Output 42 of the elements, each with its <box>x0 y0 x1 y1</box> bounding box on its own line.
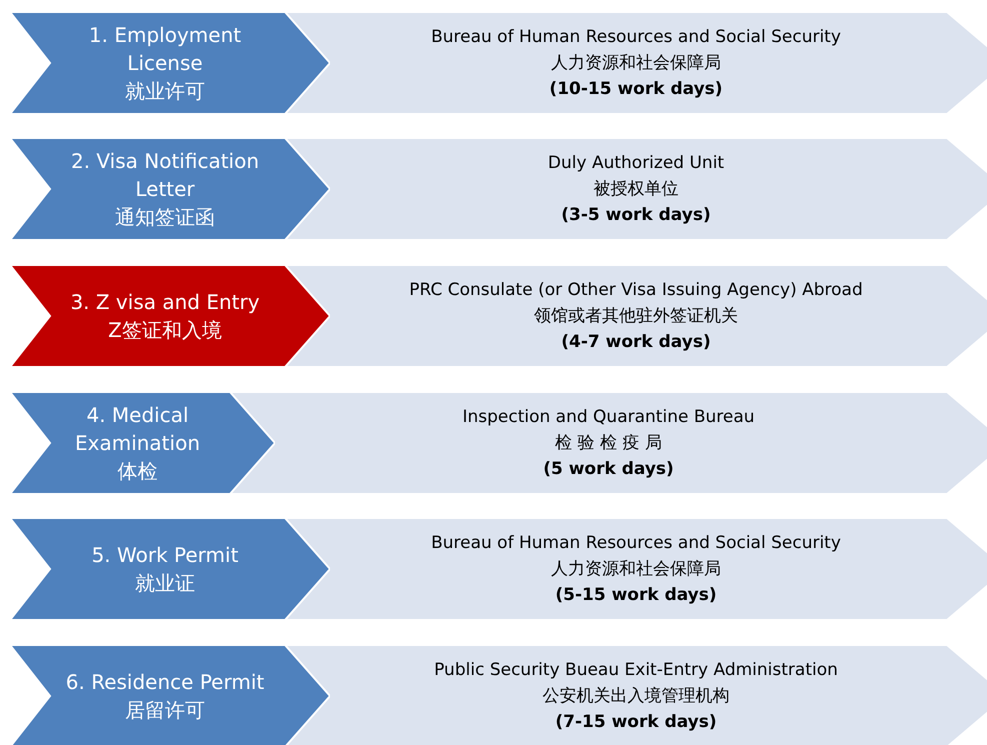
agency-name-chinese: 公安机关出入境管理机构 <box>542 685 730 708</box>
agency-name: Bureau of Human Resources and Social Security <box>431 532 841 555</box>
agency-name: Duly Authorized Unit <box>548 152 724 175</box>
step-title-chinese: 通知签证函 <box>115 204 215 231</box>
step-title: 5. Work Permit <box>92 542 238 569</box>
step-title: 3. Z visa and Entry <box>70 289 260 316</box>
step-title-chinese: Z签证和入境 <box>108 317 222 344</box>
step-panel <box>10 138 330 240</box>
step-title: 2. Visa Notification Letter <box>70 148 260 203</box>
agency-name: Inspection and Quarantine Bureau <box>462 406 755 429</box>
processing-time: (5-15 work days) <box>555 584 717 607</box>
agency-panel <box>285 645 987 745</box>
agency-name: Public Security Bueau Exit-Entry Administration <box>434 659 838 682</box>
processing-time: (4-7 work days) <box>561 331 711 354</box>
step-title: 1. Employment License <box>88 22 242 77</box>
step-panel <box>10 518 330 620</box>
agency-panel <box>285 518 987 620</box>
step-panel <box>10 645 330 745</box>
step-panel <box>10 12 330 114</box>
agency-name-chinese: 人力资源和社会保障局 <box>551 52 721 75</box>
agency-name-chinese: 检 验 检 疫 局 <box>555 432 662 455</box>
agency-panel <box>285 265 987 367</box>
agency-name: PRC Consulate (or Other Visa Issuing Agency) Abroad <box>409 279 863 302</box>
agency-name-chinese: 领馆或者其他驻外签证机关 <box>534 305 738 328</box>
processing-time: (10-15 work days) <box>549 78 723 101</box>
step-title: 6. Residence Permit <box>66 669 264 696</box>
agency-name: Bureau of Human Resources and Social Security <box>431 26 841 49</box>
step-panel <box>10 392 275 494</box>
agency-panel <box>285 12 987 114</box>
agency-name-chinese: 被授权单位 <box>594 178 678 201</box>
step-title-chinese: 居留许可 <box>125 697 205 724</box>
step-title-chinese: 体检 <box>118 458 158 485</box>
step-panel <box>10 265 330 367</box>
processing-time: (7-15 work days) <box>555 711 717 734</box>
step-title: 4. Medical Examination <box>74 402 201 457</box>
processing-time: (3-5 work days) <box>561 204 711 227</box>
agency-name-chinese: 人力资源和社会保障局 <box>551 558 721 581</box>
agency-panel <box>230 392 987 494</box>
agency-panel <box>285 138 987 240</box>
step-title-chinese: 就业证 <box>135 570 195 597</box>
processing-time: (5 work days) <box>543 458 674 481</box>
step-title-chinese: 就业许可 <box>125 78 205 105</box>
